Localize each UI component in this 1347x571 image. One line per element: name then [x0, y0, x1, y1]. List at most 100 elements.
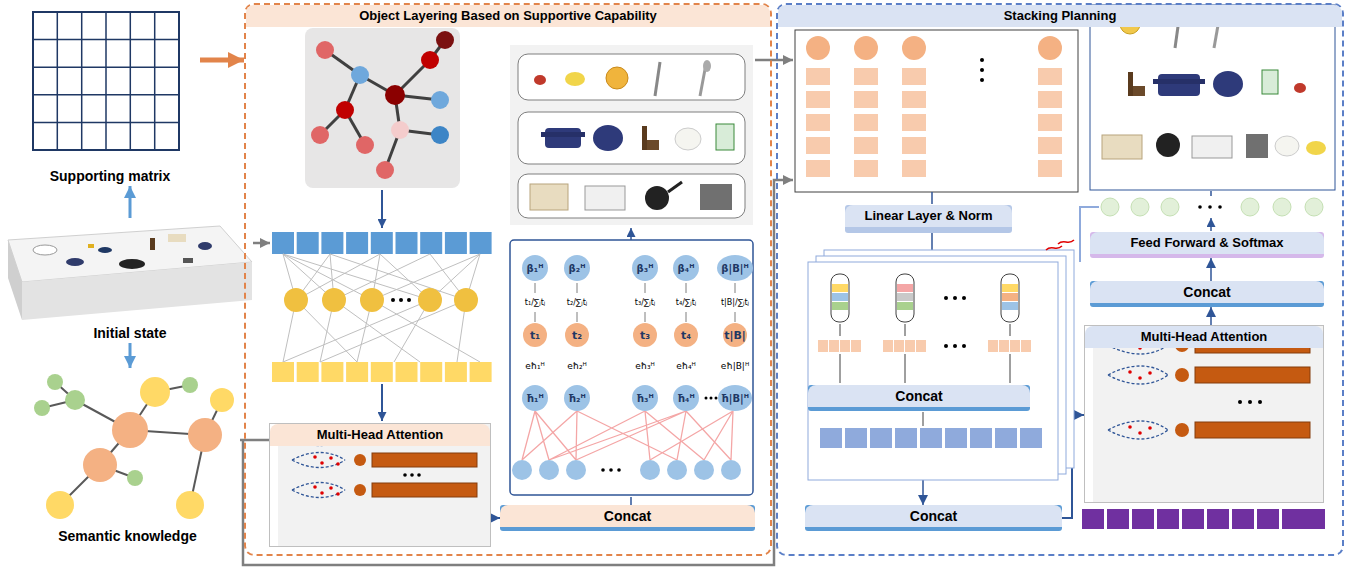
- attention-heads: [1175, 368, 1189, 382]
- table-scene: [198, 242, 212, 250]
- hidden-units: [360, 288, 384, 312]
- attention-heads: [329, 486, 333, 490]
- feature-row: [297, 362, 319, 382]
- head-cards: [916, 340, 926, 352]
- decoder-tokens: [1182, 509, 1204, 529]
- head-cards: [832, 284, 848, 292]
- attention-heads: [1128, 340, 1152, 435]
- graph-nodes: [34, 400, 50, 416]
- attention-heads: [372, 483, 477, 497]
- stacked-result: [1246, 134, 1268, 158]
- object-graph: [431, 91, 449, 109]
- embedding-row: [420, 232, 442, 254]
- table-scene: [88, 244, 94, 248]
- object-graph: [385, 85, 405, 105]
- concat-box: Concat: [500, 505, 755, 531]
- graph-nodes: [127, 470, 143, 486]
- flow-arrow: [755, 59, 793, 62]
- connector: [1210, 307, 1212, 325]
- attention-heads: [1248, 400, 1252, 404]
- network-links: [283, 254, 480, 362]
- table-scene: [150, 238, 155, 250]
- formula-label: t₄: [681, 329, 691, 342]
- head-cards: [897, 302, 913, 310]
- decoder-tokens: [1157, 509, 1179, 529]
- attention-heads: [1175, 338, 1189, 437]
- weight-block: [601, 468, 605, 472]
- head-cards: [818, 340, 1031, 352]
- matrix-grid: [33, 12, 179, 150]
- head-cards: [840, 340, 850, 352]
- stacked-result: [1133, 86, 1145, 96]
- table-scene: [168, 234, 186, 242]
- graph-nodes: [140, 377, 170, 407]
- table-scene: [33, 245, 57, 255]
- attention-heads: [1138, 431, 1142, 435]
- graph-nodes: [210, 388, 234, 412]
- decoder-tokens: [1257, 509, 1279, 529]
- embedding-row: [396, 232, 418, 254]
- stacked-result: [1153, 79, 1205, 84]
- token-box: [806, 137, 830, 154]
- table-scene: [22, 262, 252, 320]
- decoder-tokens: [1082, 509, 1104, 529]
- feature-row: [470, 362, 492, 382]
- token-box: [902, 114, 926, 131]
- head-cards: [999, 340, 1009, 352]
- hidden-units: [391, 298, 395, 302]
- attention-ground: [1093, 325, 1323, 503]
- attention-heads: [1148, 426, 1152, 430]
- feature-row: [321, 362, 343, 382]
- token-box: [806, 114, 830, 131]
- head-cards: [897, 293, 913, 301]
- weight-block: [705, 397, 708, 400]
- object-layers: [606, 67, 628, 89]
- weight-block: [601, 397, 717, 472]
- head-cards: [895, 428, 917, 448]
- formula-label: eħ|B|ᴴ: [721, 361, 749, 371]
- flow-arrow: [1210, 218, 1212, 231]
- node-label: Feed Forward & Softmax: [1090, 232, 1324, 254]
- graph-nodes: [182, 377, 198, 393]
- head-cards: [1001, 274, 1019, 322]
- decoder-tokens: [1232, 509, 1254, 529]
- token-box: [980, 68, 984, 72]
- head-cards: [897, 284, 913, 292]
- object-graph: [436, 31, 454, 49]
- object-layers: [675, 128, 701, 150]
- weight-block: [718, 385, 752, 411]
- head-cards: [840, 324, 1010, 336]
- attention-heads: [1148, 371, 1152, 375]
- weight-block: [523, 323, 747, 347]
- attention-heads: [1238, 400, 1242, 404]
- hidden-units: [454, 288, 478, 312]
- weight-block: [640, 460, 660, 480]
- weight-block: [522, 411, 733, 460]
- object-graph: [305, 28, 460, 188]
- formula-label: t₂/∑ⱼtⱼ: [567, 298, 587, 307]
- token-box: [902, 36, 926, 60]
- decoder-tokens: [1207, 509, 1229, 529]
- weight-block: [715, 397, 718, 400]
- token-box: [980, 58, 984, 82]
- softmax-box: Feed Forward & Softmax: [1090, 232, 1324, 258]
- weight-block: [510, 240, 753, 495]
- weight-block: [522, 411, 733, 460]
- weight-block: [694, 460, 714, 480]
- weight-block: [522, 255, 548, 281]
- object-layers: [645, 186, 669, 210]
- token-box: [854, 36, 878, 60]
- formula-label: ħ₃ᴴ: [636, 393, 654, 404]
- stacked-result: [1262, 70, 1278, 94]
- weight-block: [522, 255, 753, 281]
- formula-label: β|B|ᴴ: [721, 263, 748, 274]
- head-cards: [953, 344, 957, 348]
- decoder-tokens: [1132, 509, 1154, 529]
- attention-heads: [313, 485, 317, 489]
- head-cards: [1002, 284, 1018, 292]
- object-layers: [647, 140, 659, 150]
- formula-label: ħ₂ᴴ: [568, 393, 586, 404]
- graph-nodes: [112, 412, 148, 448]
- attention-heads: [1108, 336, 1310, 439]
- attention-heads: [1195, 422, 1310, 438]
